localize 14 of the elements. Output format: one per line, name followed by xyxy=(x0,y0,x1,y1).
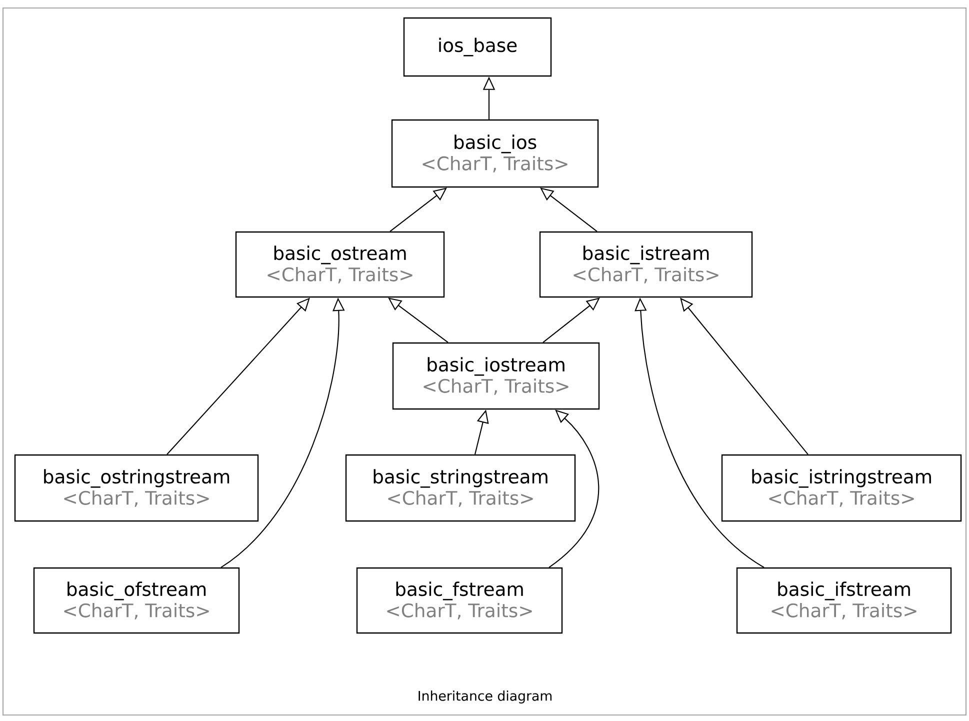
inheritance-arrow xyxy=(548,410,600,568)
class-box: basic_istringstream <CharT, Traits> xyxy=(721,454,962,522)
class-box: basic_iostream <CharT, Traits> xyxy=(392,342,600,410)
class-box: basic_ofstream <CharT, Traits> xyxy=(33,567,240,634)
class-box: basic_ifstream <CharT, Traits> xyxy=(736,567,952,634)
class-box: basic_stringstream <CharT, Traits> xyxy=(345,454,576,522)
caption: Inheritance diagram xyxy=(418,690,552,704)
class-box: basic_ostream <CharT, Traits> xyxy=(235,231,445,298)
class-box: basic_istream <CharT, Traits> xyxy=(539,231,753,298)
class-box: basic_ios <CharT, Traits> xyxy=(391,119,599,188)
class-box: ios_base xyxy=(403,17,552,77)
class-box: basic_ostringstream <CharT, Traits> xyxy=(14,454,259,522)
class-box: basic_fstream <CharT, Traits> xyxy=(356,567,563,634)
inheritance-arrow xyxy=(542,298,600,343)
